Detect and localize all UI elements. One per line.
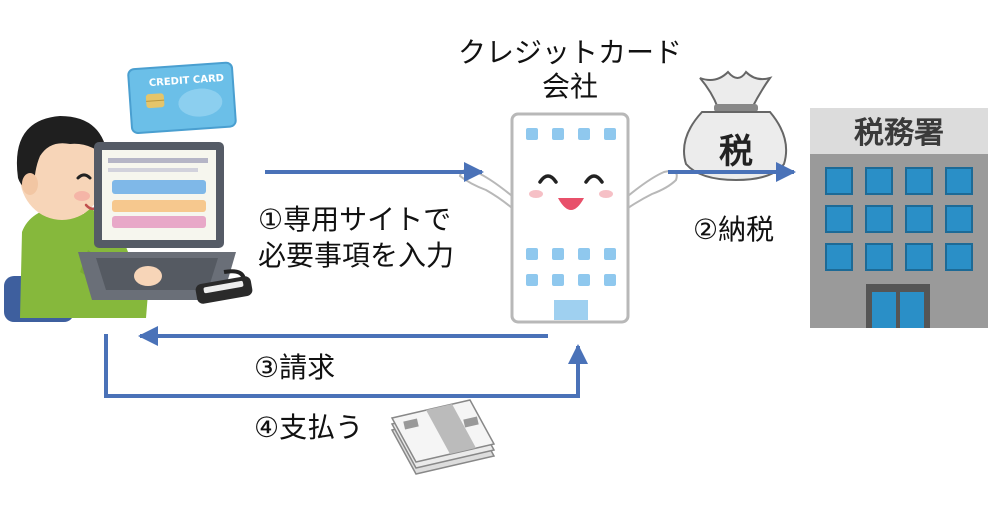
step4-label: ④支払う: [254, 411, 364, 444]
company-label-line2: 会社: [541, 70, 598, 103]
credit-card-company-building-illustration: [458, 112, 678, 324]
cash-bundle-icon: [390, 399, 496, 475]
credit-card-company-label: クレジットカード 会社: [440, 36, 700, 104]
credit-card-text: CREDIT CARD: [149, 73, 225, 89]
tax-office-sign: 税務署: [854, 116, 944, 151]
credit-card-icon: CREDIT CARD: [127, 61, 237, 135]
tax-office-building-illustration: 税務署: [810, 108, 988, 328]
person-at-laptop-illustration: [4, 116, 253, 322]
step1-label: ①専用サイトで 必要事項を入力: [258, 202, 454, 274]
step3-label: ③請求: [254, 351, 336, 384]
tax-bag-text: 税: [719, 132, 753, 172]
step1-label-line1: ①専用サイトで: [258, 203, 452, 236]
tax-money-bag-icon: 税: [683, 70, 788, 182]
step1-label-line2: 必要事項を入力: [258, 239, 455, 272]
step2-label: ②納税: [693, 213, 775, 246]
company-label-line1: クレジットカード: [457, 36, 682, 69]
flow-arrows: [104, 162, 796, 398]
arrow-step4-payment: [104, 334, 588, 398]
